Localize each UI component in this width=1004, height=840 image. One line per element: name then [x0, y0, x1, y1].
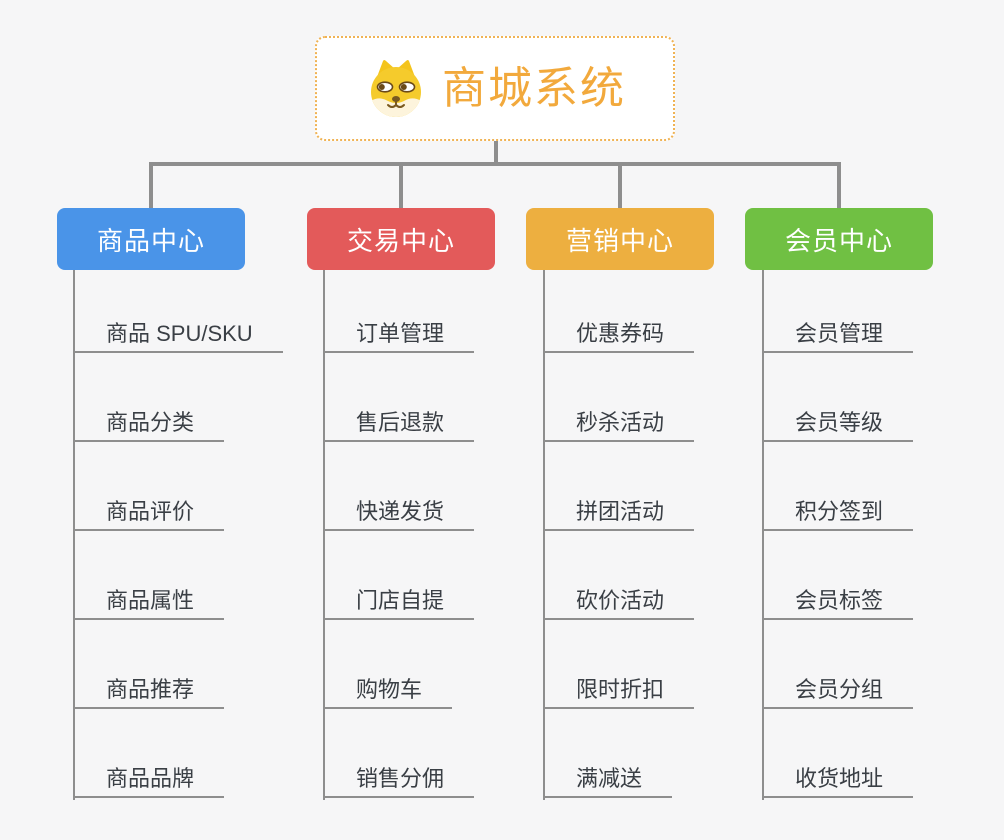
leaf-node-1-1[interactable]: 售后退款: [323, 404, 475, 442]
leaf-node-2-2[interactable]: 拼团活动: [543, 493, 695, 531]
branch-node-1[interactable]: 交易中心: [307, 208, 495, 270]
leaf-node-2-0[interactable]: 优惠券码: [543, 315, 695, 353]
branch-node-label: 商品中心: [96, 225, 205, 256]
leaf-node-3-3[interactable]: 会员标签: [762, 582, 914, 620]
leaf-node-1-3[interactable]: 门店自提: [323, 582, 475, 620]
branch-node-0[interactable]: 商品中心: [57, 208, 245, 270]
root-node-title: 商城系统: [442, 63, 626, 113]
branch-connector-line: [762, 270, 764, 800]
root-node[interactable]: 商城系统: [315, 36, 675, 141]
leaf-node-0-2[interactable]: 商品评价: [73, 493, 225, 531]
leaf-node-2-3[interactable]: 砍价活动: [543, 582, 695, 620]
branch-node-2[interactable]: 营销中心: [526, 208, 714, 270]
leaf-node-2-1[interactable]: 秒杀活动: [543, 404, 695, 442]
connector-lines: [149, 141, 841, 209]
leaf-node-2-4[interactable]: 限时折扣: [543, 671, 695, 709]
leaf-node-1-2[interactable]: 快递发货: [323, 493, 475, 531]
leaf-node-1-0[interactable]: 订单管理: [323, 315, 475, 353]
leaf-node-0-5[interactable]: 商品品牌: [73, 760, 225, 798]
leaf-node-0-3[interactable]: 商品属性: [73, 582, 225, 620]
branch-connector-line: [73, 270, 75, 800]
branch-connector-line: [543, 270, 545, 800]
branch-node-label: 交易中心: [346, 225, 455, 256]
leaf-node-3-4[interactable]: 会员分组: [762, 671, 914, 709]
leaf-node-3-0[interactable]: 会员管理: [762, 315, 914, 353]
leaf-node-1-4[interactable]: 购物车: [323, 671, 453, 709]
leaf-node-3-2[interactable]: 积分签到: [762, 493, 914, 531]
branch-connector-line: [323, 270, 325, 800]
branch-node-3[interactable]: 会员中心: [745, 208, 933, 270]
leaf-node-0-1[interactable]: 商品分类: [73, 404, 225, 442]
leaf-node-0-0[interactable]: 商品 SPU/SKU: [73, 315, 283, 353]
branch-node-label: 会员中心: [784, 225, 893, 256]
dog-face-icon: [371, 59, 421, 117]
leaf-node-1-5[interactable]: 销售分佣: [323, 760, 475, 798]
branch-node-label: 营销中心: [565, 225, 674, 256]
leaf-node-3-1[interactable]: 会员等级: [762, 404, 914, 442]
leaf-node-3-5[interactable]: 收货地址: [762, 760, 914, 798]
leaf-node-0-4[interactable]: 商品推荐: [73, 671, 225, 709]
leaf-node-2-5[interactable]: 满减送: [543, 760, 673, 798]
